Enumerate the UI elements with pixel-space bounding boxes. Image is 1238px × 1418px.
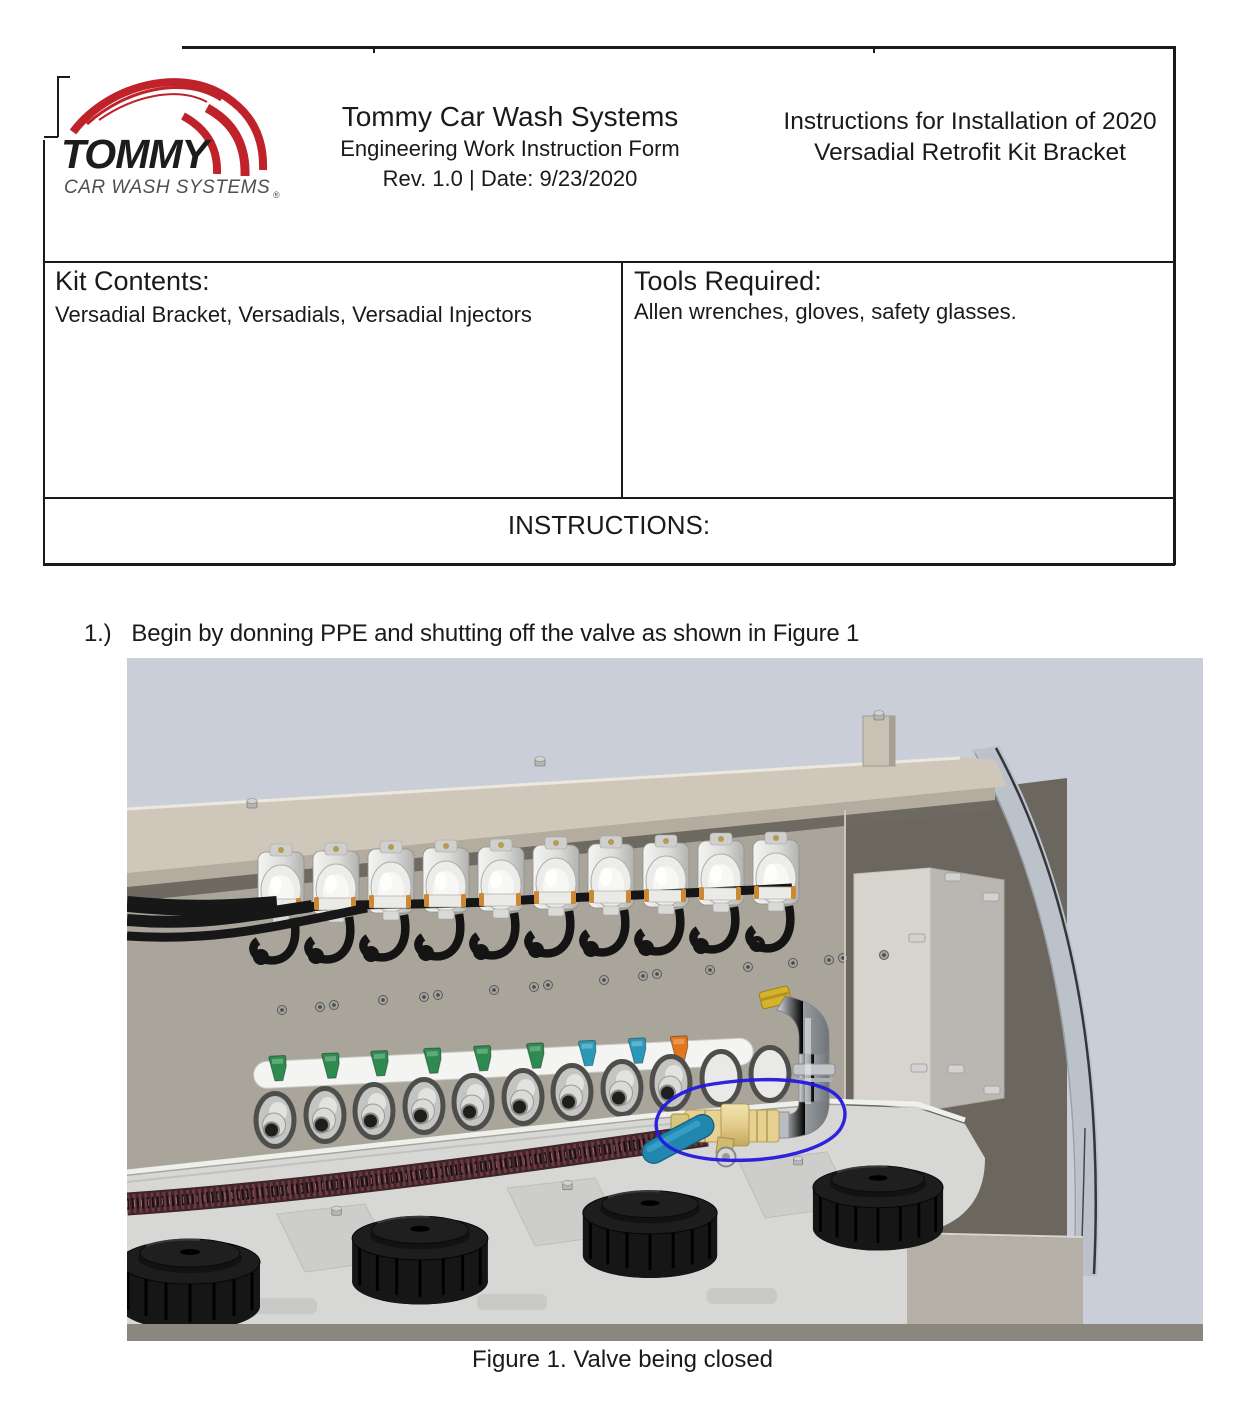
logo-registered-mark: ® [273, 190, 280, 200]
instructions-header: INSTRUCTIONS: [507, 510, 711, 540]
tools-required-value: Allen wrenches, gloves, safety glasses. [634, 299, 1017, 324]
valve-handle [641, 1113, 715, 1164]
figure-bottom-strip [127, 1324, 1203, 1341]
tommy-logo-graphic: TOMMY CAR WASH SYSTEMS ® [61, 78, 280, 200]
table-row3-border [43, 497, 1175, 499]
logo-brand-text: TOMMY [61, 131, 213, 177]
arch-frame [972, 746, 1099, 1299]
table-column-divider [621, 261, 623, 499]
hose-eyelets [253, 936, 765, 965]
logo-cell-border-tick-bottom [44, 136, 58, 138]
valve-annotation-circle [654, 1077, 847, 1163]
table-border-tick-2 [873, 48, 875, 53]
right-wall [906, 1232, 1084, 1326]
company-title: Tommy Car Wash Systems [341, 101, 679, 132]
table-border-right [1173, 46, 1176, 565]
hose-bundle [126, 896, 368, 942]
table-border-tick-1 [373, 48, 375, 53]
kit-contents-value: Versadial Bracket, Versadials, Versadial… [55, 302, 532, 327]
step-1: 1.) Begin by donning PPE and shutting of… [84, 620, 859, 648]
logo-cell-border [57, 77, 59, 137]
step-1-number: 1.) [84, 620, 112, 647]
logo-cell-border-tick-top [57, 76, 70, 78]
translucent-bracket-box [853, 867, 1005, 1111]
instruction-title: Instructions for Installation of 2020 Ve… [783, 108, 1157, 166]
ball-valve [641, 1103, 790, 1168]
figure-1-image [127, 658, 1203, 1341]
logo-swoosh-arcs [69, 78, 268, 177]
injector-slot [253, 1035, 754, 1089]
table-border-bottom [43, 563, 1175, 566]
table-border-top [182, 46, 1175, 49]
revision-date: Rev. 1.0 | Date: 9/23/2020 [382, 166, 638, 191]
logo-subtitle-text: CAR WASH SYSTEMS [64, 177, 270, 198]
supply-pipe [758, 985, 836, 1139]
tools-required-label: Tools Required: [634, 266, 822, 296]
document-title-block: Tommy Car Wash Systems Engineering Work … [318, 100, 702, 194]
cabinet-bolt-2 [246, 798, 258, 809]
cad-render [127, 658, 1203, 1341]
table-border-left [43, 140, 45, 565]
kit-contents-label: Kit Contents: [55, 266, 210, 296]
cabinet-bolt-3 [534, 756, 546, 767]
form-title: Engineering Work Instruction Form [340, 136, 680, 161]
cabinet-bolt-1 [873, 710, 885, 721]
step-1-text: Begin by donning PPE and shutting off th… [131, 620, 860, 647]
figure-1-caption: Figure 1. Valve being closed [471, 1346, 774, 1373]
tommy-car-wash-logo: TOMMY CAR WASH SYSTEMS ® [57, 74, 287, 206]
table-row2-border [43, 261, 1175, 263]
